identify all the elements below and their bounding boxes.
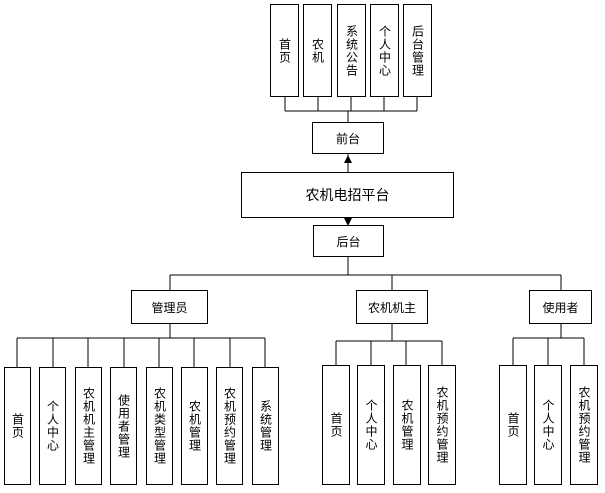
user-item-personal-center: 个人中心 xyxy=(534,365,562,485)
module-backend-admin: 后台管理 xyxy=(403,4,432,97)
user-item-reservation-management: 农机预约管理 xyxy=(570,365,598,485)
admin-item-owner-management: 农机机主管理 xyxy=(75,367,102,485)
module-personal-center: 个人中心 xyxy=(370,4,399,97)
admin-item-reservation-management: 农机预约管理 xyxy=(216,367,243,485)
owner-item-machine-management: 农机管理 xyxy=(393,365,421,485)
arrow-up-icon xyxy=(344,155,352,163)
role-user: 使用者 xyxy=(529,290,592,324)
admin-item-machine-type-management: 农机类型管理 xyxy=(146,367,173,485)
module-announcement: 系统公告 xyxy=(337,4,366,97)
owner-item-personal-center: 个人中心 xyxy=(357,365,385,485)
admin-item-machine-management: 农机管理 xyxy=(181,367,208,485)
owner-item-home: 首页 xyxy=(322,365,350,485)
frontend-node: 前台 xyxy=(312,122,384,154)
arrow-down-icon xyxy=(344,218,352,226)
admin-item-personal-center: 个人中心 xyxy=(39,367,66,485)
owner-item-reservation-management: 农机预约管理 xyxy=(428,365,456,485)
module-machinery: 农机 xyxy=(303,4,332,97)
backend-node: 后台 xyxy=(313,225,384,257)
admin-item-home: 首页 xyxy=(4,367,31,485)
role-machine-owner: 农机机主 xyxy=(356,290,428,324)
user-item-home: 首页 xyxy=(499,365,527,485)
role-admin: 管理员 xyxy=(131,290,208,324)
module-home: 首页 xyxy=(270,4,299,97)
platform-node: 农机电招平台 xyxy=(241,172,454,218)
admin-item-user-management: 使用者管理 xyxy=(110,367,137,485)
admin-item-system-management: 系统管理 xyxy=(252,367,279,485)
